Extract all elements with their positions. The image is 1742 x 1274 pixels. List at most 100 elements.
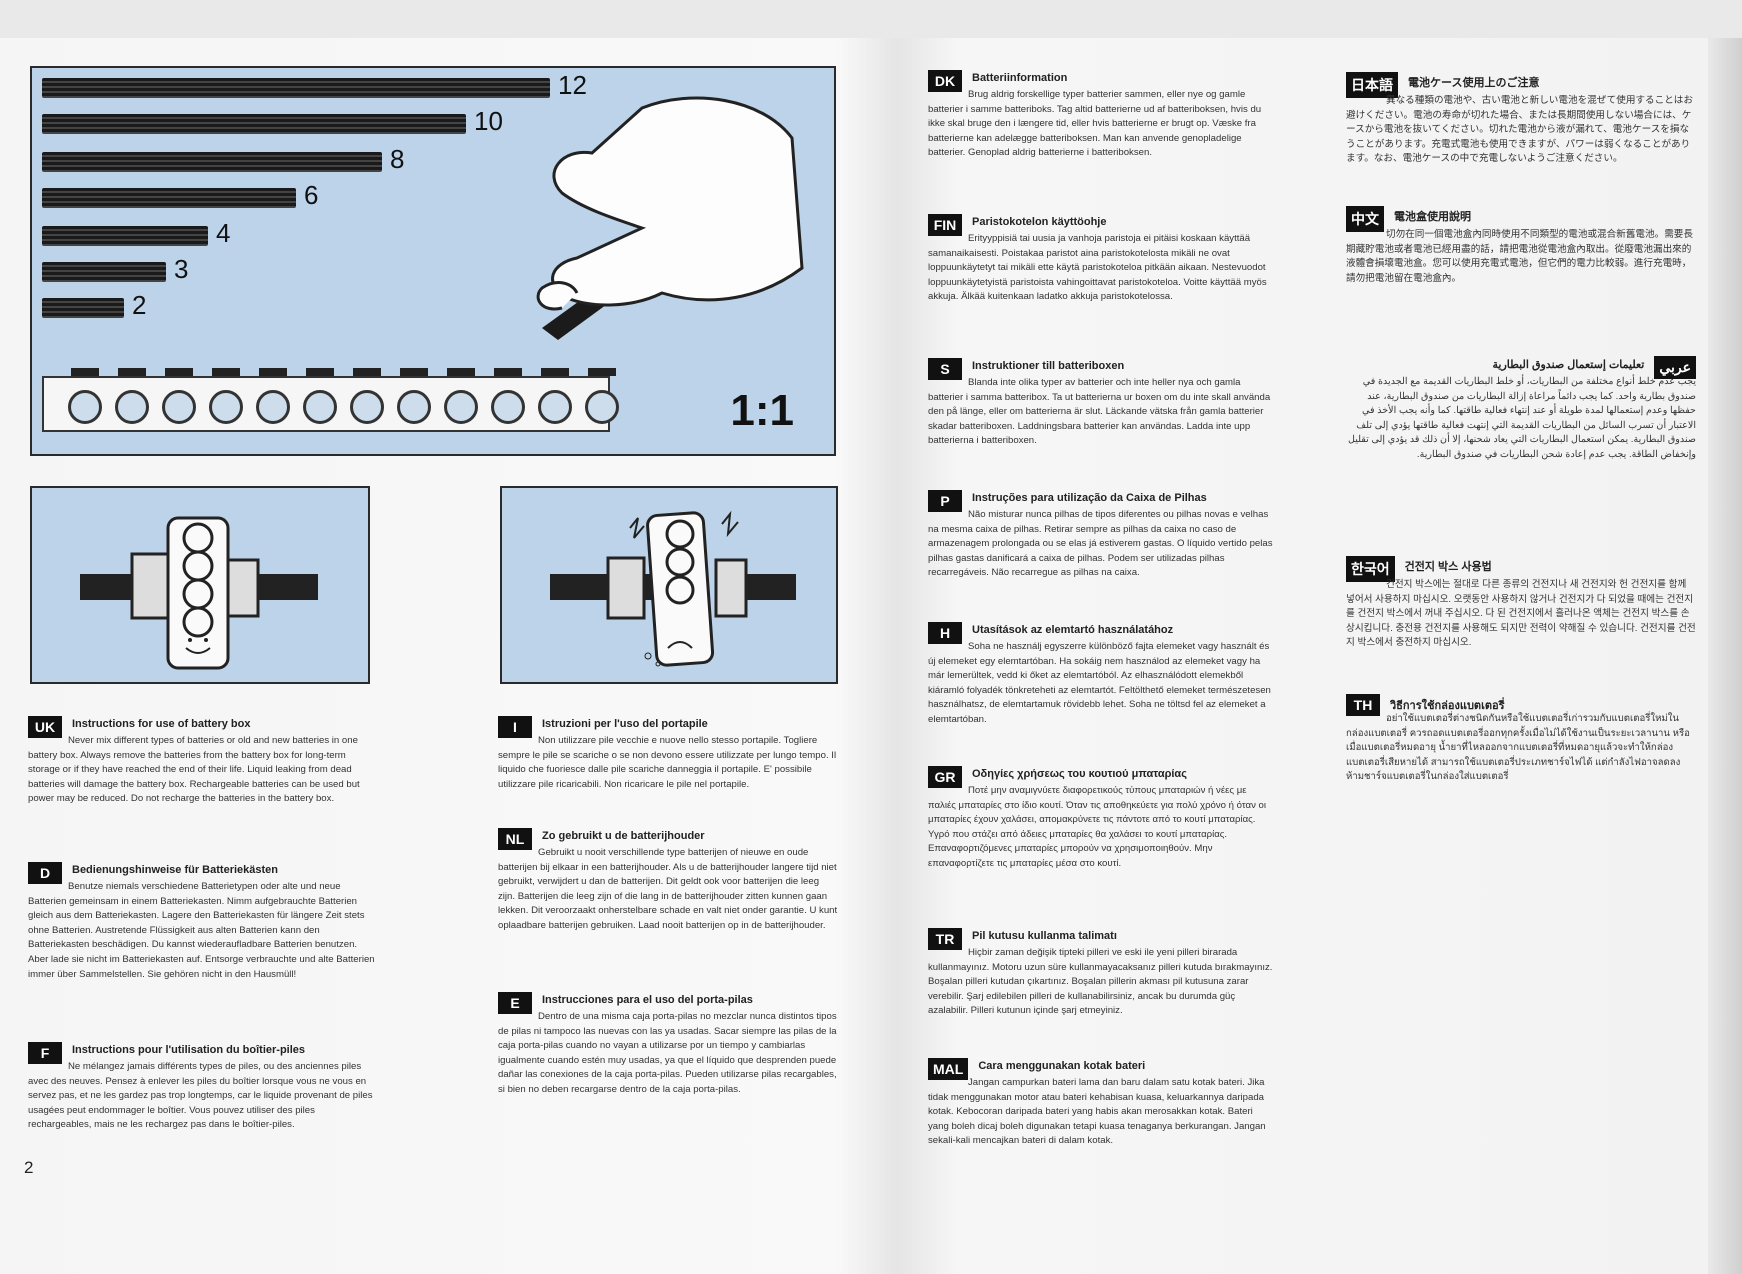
lang-code-i: I [498,716,532,738]
lang-code-fin: FIN [928,214,962,236]
lang-code-s: S [928,358,962,380]
sad-battery-figure [500,486,838,684]
stud [162,390,196,424]
section-p: P Instruções para utilização da Caixa de … [928,490,1276,581]
beam-3 [42,262,166,282]
stud [68,390,102,424]
lang-code-e: E [498,992,532,1014]
stud-top [400,368,428,376]
page-number: 2 [24,1158,34,1177]
section-title-th: วิธีการใช้กล่องแบตเตอรี่ [1390,700,1505,712]
section-body-tr: Hiçbir zaman değişik tipteki pilleri ve … [928,947,1273,1017]
section-body-s: Blanda inte olika typer av batterier och… [928,377,1271,447]
happy-battery-illustration [80,516,318,670]
section-title-gr: Οδηγίες χρήσεως του κουτιού μπαταρίας [972,768,1187,780]
stud [115,390,149,424]
section-body-nl: Gebruikt u nooit verschillende type batt… [498,847,838,931]
section-title-mal: Cara menggunakan kotak bateri [978,1060,1146,1072]
section-title-ar: تعليمات إستعمال صندوق البطارية [1492,359,1645,371]
beam-label-12: 12 [558,70,587,100]
top-band [0,0,1742,38]
section-body-zh: 切勿在同一個電池盒內同時使用不同類型的電池或混合新舊電池。需要長期藏貯電池或者電… [1346,229,1693,284]
section-jp: 日本語電池ケース使用上のご注意 異なる種類の電池や、古い電池と新しい電池を混ぜて… [1346,72,1696,167]
beam-label-4: 4 [216,218,231,248]
section-body-th: อย่าใช้แบตเตอรี่ต่างชนิดกันหรือใช้แบตเตอ… [1346,713,1690,783]
lang-code-kr: 한국어 [1346,556,1395,582]
section-title-fin: Paristokotelon käyttöohje [972,216,1107,228]
section-nl: NL Zo gebruikt u de batterijhouder Gebrui… [498,828,838,934]
section-title-h: Utasítások az elemtartó használatához [972,624,1174,636]
section-fin: FIN Paristokotelon käyttöohje Erityyppisi… [928,214,1276,305]
lang-code-d: D [28,862,62,884]
beam-label-8: 8 [390,144,405,174]
section-body-d: Benutze niemals verschiedene Batterietyp… [28,881,375,980]
section-title-e: Instrucciones para el uso del porta-pila… [542,994,753,1006]
section-body-fin: Erityyppisiä tai uusia ja vanhoja parist… [928,233,1267,303]
section-title-p: Instruções para utilização da Caixa de P… [972,492,1207,504]
section-mal: MAL Cara menggunakan kotak bateri Jangan … [928,1058,1276,1149]
section-title-s: Instruktioner till batteriboxen [972,360,1125,372]
lang-code-nl: NL [498,828,532,850]
section-zh: 中文電池盒使用說明 切勿在同一個電池盒內同時使用不同類型的電池或混合新舊電池。需… [1346,206,1696,286]
beam-label-3: 3 [174,254,189,284]
lang-code-h: H [928,622,962,644]
section-title-nl: Zo gebruikt u de batterijhouder [542,830,705,842]
stud [209,390,243,424]
section-body-h: Soha ne használj egyszerre különböző faj… [928,641,1271,725]
section-body-i: Non utilizzare pile vecchie e nuove nell… [498,735,837,790]
section-body-ar: يجب عدم خلط أنواع مختلفة من البطاريات، أ… [1347,376,1696,460]
section-h: H Utasítások az elemtartó használatához S… [928,622,1276,728]
section-title-dk: Batteriinformation [972,72,1068,84]
stud [303,390,337,424]
section-title-zh: 電池盒使用說明 [1394,211,1471,223]
section-body-uk: Never mix different types of batteries o… [28,735,360,805]
stud-top [71,368,99,376]
sad-battery-illustration [550,510,796,667]
stud-top [447,368,475,376]
stud [491,390,525,424]
stud-top [541,368,569,376]
lang-code-tr: TR [928,928,962,950]
beam-10 [42,114,466,134]
section-e: E Instrucciones para el uso del porta-pil… [498,992,838,1098]
section-title-uk: Instructions for use of battery box [72,718,251,730]
lang-code-p: P [928,490,962,512]
section-title-kr: 건전지 박스 사용법 [1404,561,1492,573]
section-d: D Bedienungshinweise für Batteriekästen B… [28,862,376,982]
beam-6 [42,188,296,208]
section-ar: عربي تعليمات إستعمال صندوق البطارية يجب ع… [1346,356,1696,463]
section-body-jp: 異なる種類の電池や、古い電池と新しい電池を混ぜて使用することはお避けください。電… [1346,95,1693,165]
beam-label-10: 10 [474,106,503,136]
lang-code-mal: MAL [928,1058,969,1080]
stud [350,390,384,424]
beam-2 [42,298,124,318]
stud [256,390,290,424]
stud-top [165,368,193,376]
stud-top [212,368,240,376]
section-body-e: Dentro de una misma caja porta-pilas no … [498,1011,837,1095]
stud-top [494,368,522,376]
happy-battery-figure [30,486,370,684]
stud-top [588,368,616,376]
beam-length-figure: 12 10 8 6 4 3 2 1:1 [30,66,836,456]
section-body-f: Ne mélangez jamais différents types de p… [28,1061,373,1131]
section-body-kr: 건전지 박스에는 절대로 다른 종류의 건전지나 새 건전지와 헌 건전지를 함… [1346,579,1696,649]
section-title-d: Bedienungshinweise für Batteriekästen [72,864,278,876]
section-body-gr: Ποτέ μην αναμιγνύετε διαφορετικούς τύπου… [928,785,1267,869]
scale-label: 1:1 [730,386,794,435]
section-body-mal: Jangan campurkan bateri lama dan baru da… [928,1077,1266,1147]
stud-top [306,368,334,376]
section-s: S Instruktioner till batteriboxen Blanda … [928,358,1276,449]
lang-code-dk: DK [928,70,962,92]
beam-12 [42,78,550,98]
lang-code-ar: عربي [1654,356,1696,379]
stud [397,390,431,424]
beam-label-6: 6 [304,180,319,210]
stud-top [118,368,146,376]
